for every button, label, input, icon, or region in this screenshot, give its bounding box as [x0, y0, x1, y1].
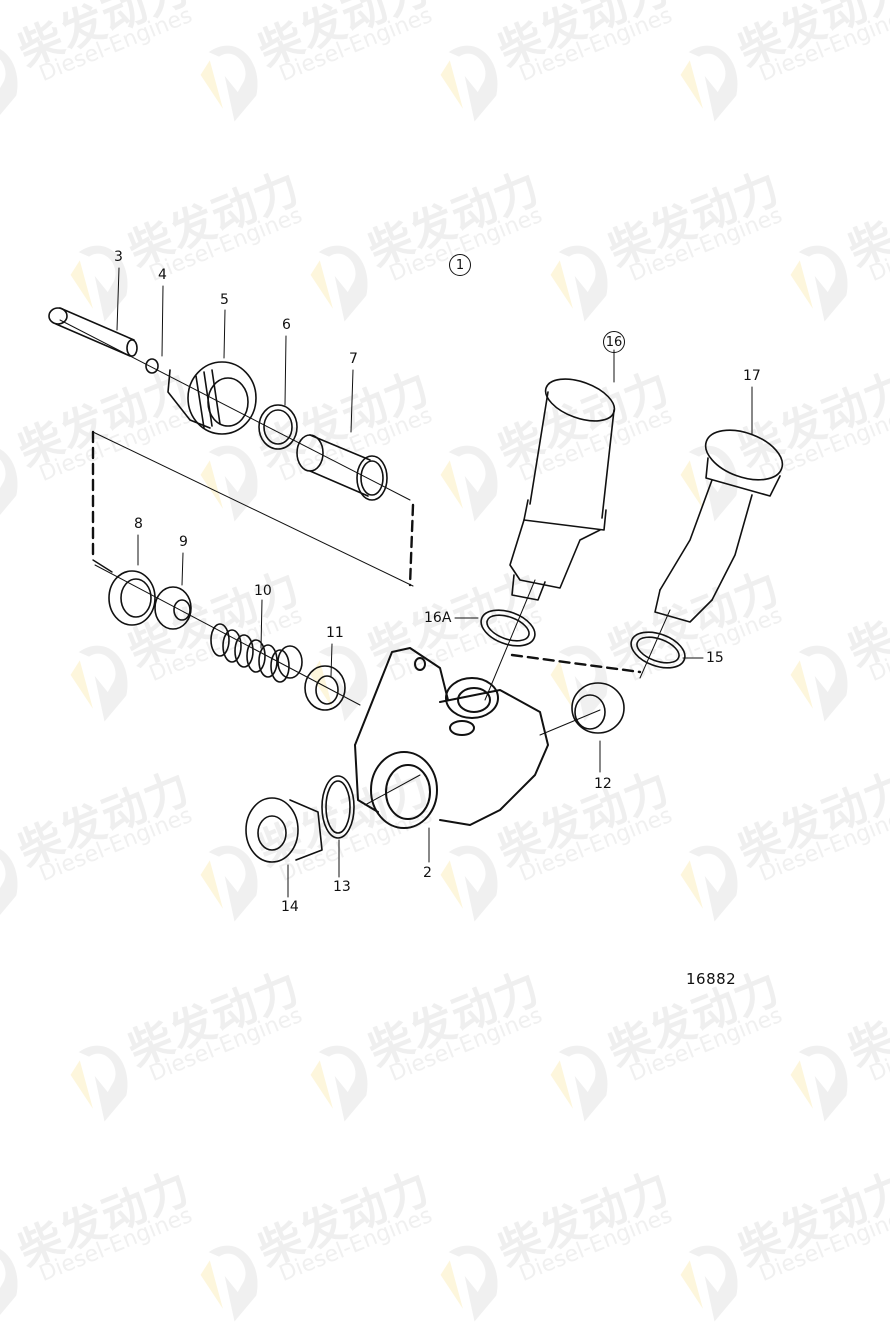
part-6-o-ring	[258, 404, 298, 450]
part-10-spring	[210, 623, 303, 683]
callout-6: 6	[282, 317, 291, 333]
callout-3: 3	[114, 249, 123, 265]
part-13-o-ring	[321, 775, 355, 839]
callout-4: 4	[158, 267, 167, 283]
part-5-threaded-plug	[167, 361, 257, 435]
brand-logo-icon	[0, 1245, 18, 1322]
part-2-pump-housing	[354, 647, 549, 829]
part-8-seal	[108, 570, 156, 626]
part-7-sleeve	[296, 434, 388, 501]
dashed-group-bracket	[91, 430, 642, 674]
callout-11: 11	[326, 625, 344, 641]
part-3-pin	[48, 307, 138, 357]
part-11-washer	[304, 665, 346, 711]
callout-10: 10	[254, 583, 272, 599]
brand-logo-icon	[440, 1245, 498, 1322]
part-14-nut	[245, 797, 323, 863]
drawing-number: 16882	[686, 970, 737, 988]
callout-13: 13	[333, 879, 351, 895]
exploded-view-drawing	[48, 267, 784, 898]
callout-8: 8	[134, 516, 143, 532]
callout-16: 16	[603, 331, 625, 353]
part-16a-washer	[480, 609, 536, 647]
brand-logo-icon	[200, 1245, 258, 1322]
callout-12: 12	[594, 776, 612, 792]
callout-17: 17	[743, 368, 761, 384]
callout-9: 9	[179, 534, 188, 550]
part-17-hand-primer	[654, 429, 784, 623]
callout-1: 1	[449, 254, 471, 276]
callout-16a: 16A	[424, 610, 452, 626]
part-15-washer	[630, 631, 686, 669]
callout-5: 5	[220, 292, 229, 308]
callout-15: 15	[706, 650, 724, 666]
part-12-plug	[571, 682, 625, 734]
callout-14: 14	[281, 899, 299, 915]
leader-lines	[116, 267, 753, 898]
callout-2: 2	[423, 865, 432, 881]
brand-logo-icon	[680, 1245, 738, 1322]
part-9-valve	[154, 586, 192, 630]
part-4-washer	[145, 358, 159, 374]
part-16-priming-pump	[509, 378, 616, 601]
callout-7: 7	[349, 351, 358, 367]
